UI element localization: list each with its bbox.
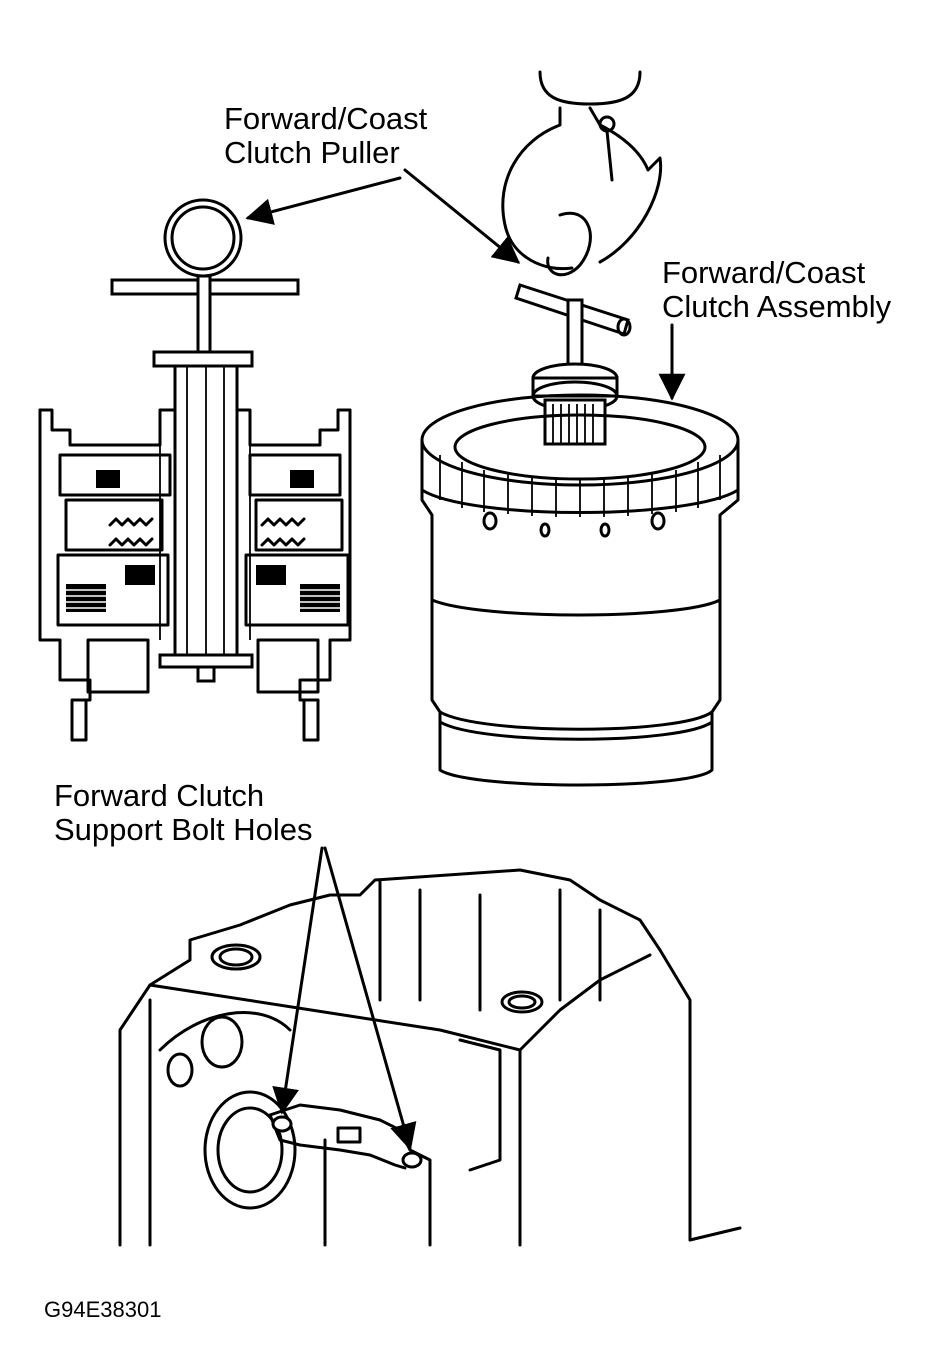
figure-id: G94E38301 xyxy=(44,1297,162,1322)
transmission-case xyxy=(118,868,742,1247)
puller-cutaway xyxy=(38,198,352,742)
puller-callout: Forward/Coast Clutch Puller xyxy=(224,102,427,170)
assembly-callout-line1: Forward/Coast xyxy=(662,255,866,290)
leader-arrows xyxy=(245,168,686,1151)
clutch-drum xyxy=(420,362,740,787)
bolt-holes-callout: Forward Clutch Support Bolt Holes xyxy=(54,779,312,847)
puller-callout-line2: Clutch Puller xyxy=(224,135,400,170)
hoist-hook xyxy=(501,70,663,377)
bolt-holes-callout-line1: Forward Clutch xyxy=(54,778,265,813)
bolt-holes-callout-line2: Support Bolt Holes xyxy=(54,812,313,847)
assembly-callout-line2: Clutch Assembly xyxy=(662,289,892,324)
assembly-callout: Forward/Coast Clutch Assembly xyxy=(662,256,891,324)
puller-callout-line1: Forward/Coast xyxy=(224,101,428,136)
